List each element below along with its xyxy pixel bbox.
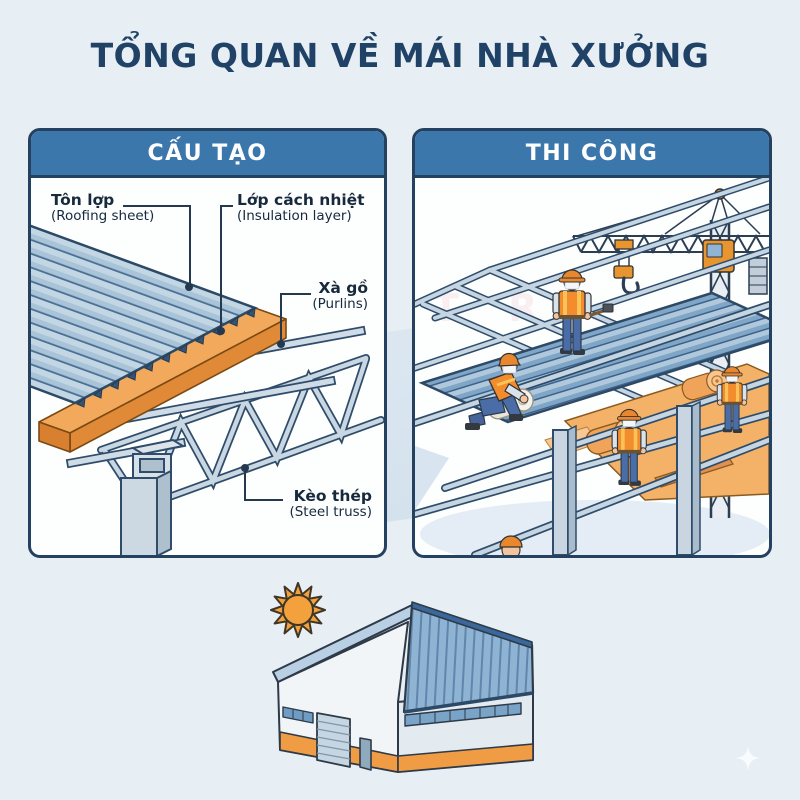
corner-shadow [415,446,449,510]
crane-counterweight [748,257,768,295]
structure-illustration: Tôn lợp (Roofing sheet) Lớp cách nhiệt (… [31,178,384,555]
worker-partial [499,535,523,555]
ridge-cap [411,601,533,649]
panel-structure-header: CẤU TẠO [31,131,384,178]
insulation-layer [38,307,287,453]
crane-hook-icon [613,239,640,295]
sun-icon [270,582,326,638]
construction-illustration: T R [415,178,769,555]
worker-kneeling [465,352,529,430]
label-steel-truss: Kèo thép (Steel truss) [289,487,372,521]
window-strip [282,706,314,724]
garage-door [316,712,351,768]
leader-dots [185,283,285,472]
window-strip [404,702,522,727]
leader-lines [123,205,311,501]
warehouse [272,601,535,773]
roofing-sheet [31,224,259,408]
construction-scene [415,178,769,555]
column [552,400,701,555]
page-title: TỔNG QUAN VỀ MÁI NHÀ XƯỞNG [90,36,710,75]
label-roofing-sheet: Tôn lợp (Roofing sheet) [51,191,155,225]
panel-structure: CẤU TẠO [28,128,387,558]
panel-construction-header: THI CÔNG [415,131,769,178]
factory-building [270,582,535,773]
eave-channel [130,438,186,479]
hammer-icon [589,303,614,317]
column [120,469,172,555]
label-insulation-layer: Lớp cách nhiệt (Insulation layer) [237,191,365,225]
foreground-structure [415,301,769,555]
steel-truss [97,354,384,512]
base-band [397,743,534,773]
roof-structure-diagram [31,205,384,555]
label-purlins: Xà gồ (Purlins) [312,279,368,313]
eave-line [403,691,534,714]
panel-construction: THI CÔNG T R [412,128,772,558]
entry-door [359,737,372,771]
sparkle-icon [735,745,761,771]
